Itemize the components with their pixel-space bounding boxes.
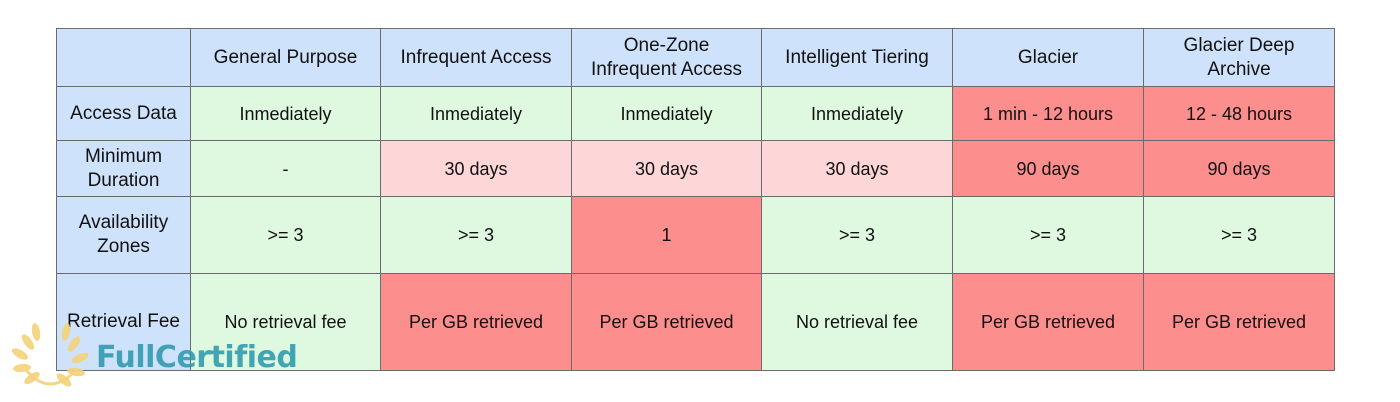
cell-minimum-duration-infrequent-access: 30 days xyxy=(380,140,572,197)
row-header-availability-zones: Availability Zones xyxy=(56,196,191,274)
cell-retrieval-fee-intelligent-tiering: No retrieval fee xyxy=(761,273,953,371)
cell-minimum-duration-one-zone-infrequent-access: 30 days xyxy=(571,140,762,197)
column-header-general-purpose: General Purpose xyxy=(190,28,381,87)
cell-availability-zones-general-purpose: >= 3 xyxy=(190,196,381,274)
cell-access-data-infrequent-access: Inmediately xyxy=(380,86,572,141)
cell-access-data-glacier-deep-archive: 12 - 48 hours xyxy=(1143,86,1335,141)
watermark-text: FullCertified xyxy=(96,340,298,375)
cell-minimum-duration-glacier: 90 days xyxy=(952,140,1144,197)
cell-access-data-glacier: 1 min - 12 hours xyxy=(952,86,1144,141)
laurel-wreath-icon xyxy=(11,323,89,387)
cell-availability-zones-intelligent-tiering: >= 3 xyxy=(761,196,953,274)
cell-minimum-duration-general-purpose: - xyxy=(190,140,381,197)
cell-retrieval-fee-glacier-deep-archive: Per GB retrieved xyxy=(1143,273,1335,371)
cell-minimum-duration-glacier-deep-archive: 90 days xyxy=(1143,140,1335,197)
cell-availability-zones-glacier-deep-archive: >= 3 xyxy=(1143,196,1335,274)
corner-cell xyxy=(56,28,191,87)
cell-retrieval-fee-one-zone-infrequent-access: Per GB retrieved xyxy=(571,273,762,371)
row-header-minimum-duration: Minimum Duration xyxy=(56,140,191,197)
column-header-infrequent-access: Infrequent Access xyxy=(380,28,572,87)
cell-access-data-intelligent-tiering: Inmediately xyxy=(761,86,953,141)
column-header-one-zone-infrequent-access: One-Zone Infrequent Access xyxy=(571,28,762,87)
cell-availability-zones-one-zone-infrequent-access: 1 xyxy=(571,196,762,274)
watermark: FullCertified xyxy=(6,322,306,394)
cell-access-data-general-purpose: Inmediately xyxy=(190,86,381,141)
cell-availability-zones-infrequent-access: >= 3 xyxy=(380,196,572,274)
cell-minimum-duration-intelligent-tiering: 30 days xyxy=(761,140,953,197)
cell-retrieval-fee-general-purpose: No retrieval fee xyxy=(190,273,381,371)
column-header-glacier: Glacier xyxy=(952,28,1144,87)
cell-retrieval-fee-infrequent-access: Per GB retrieved xyxy=(380,273,572,371)
column-header-intelligent-tiering: Intelligent Tiering xyxy=(761,28,953,87)
cell-access-data-one-zone-infrequent-access: Inmediately xyxy=(571,86,762,141)
cell-availability-zones-glacier: >= 3 xyxy=(952,196,1144,274)
column-header-glacier-deep-archive: Glacier Deep Archive xyxy=(1143,28,1335,87)
row-header-access-data: Access Data xyxy=(56,86,191,141)
cell-retrieval-fee-glacier: Per GB retrieved xyxy=(952,273,1144,371)
